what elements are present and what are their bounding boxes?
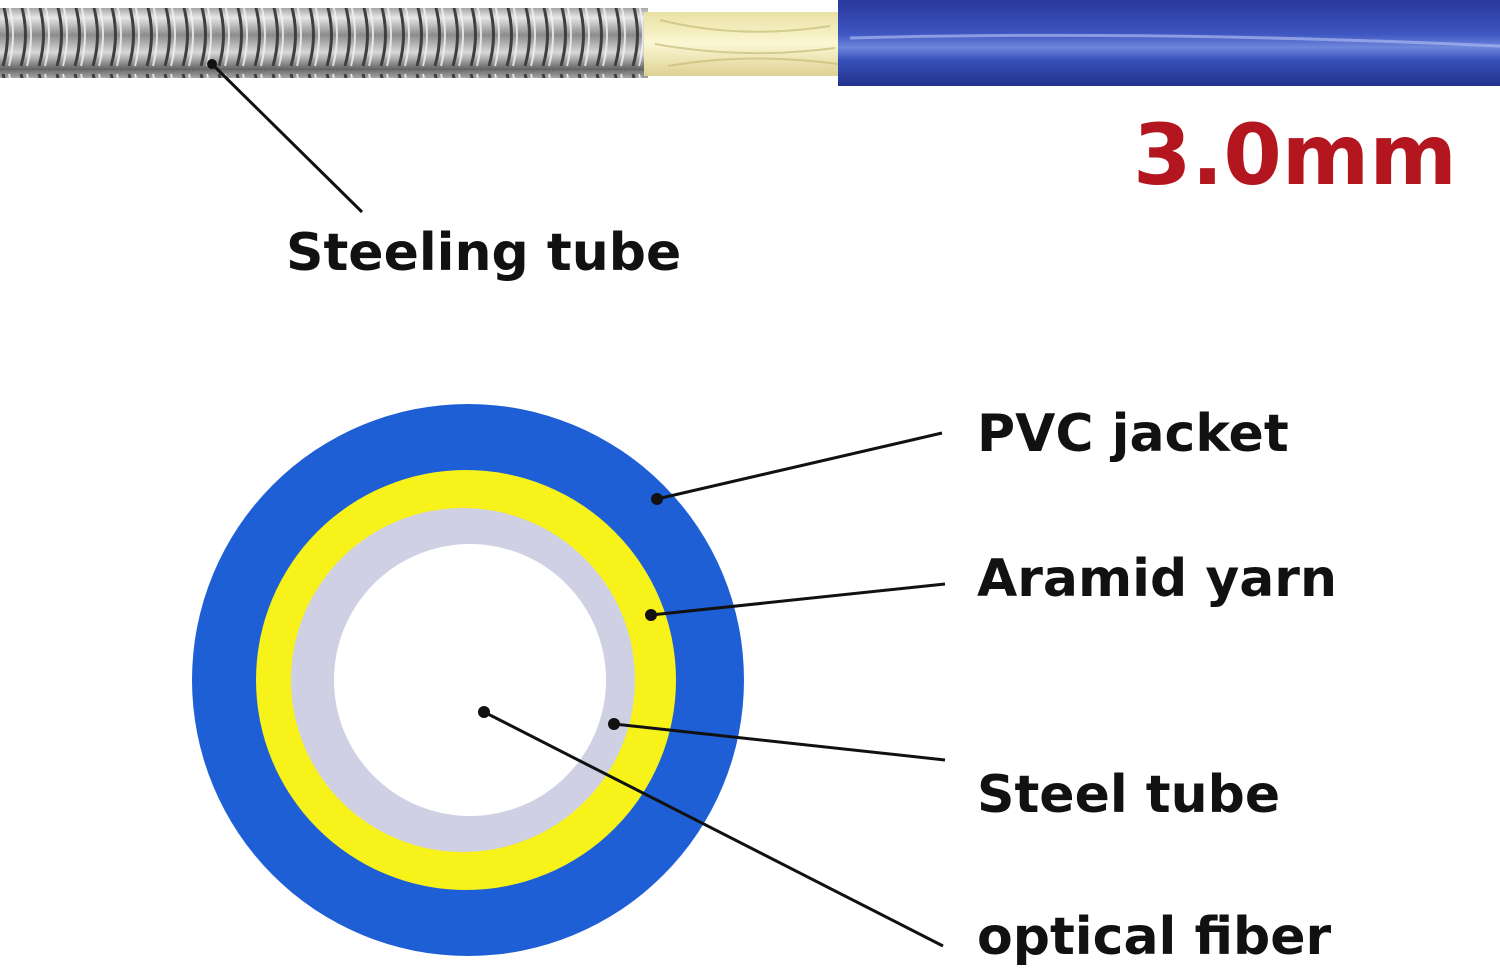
optical-fiber-leader — [483, 710, 944, 948]
jacket-highlight — [849, 33, 1500, 48]
aramid-yarn-leader — [650, 582, 946, 617]
steeling-tube-leader — [210, 62, 364, 214]
optical-fiber-label: optical fiber — [977, 907, 1332, 967]
diameter-label: 3.0mm — [1133, 106, 1457, 204]
pvc-jacket-label: PVC jacket — [977, 404, 1289, 464]
cross-section — [192, 404, 744, 956]
aramid-yarn-segment — [644, 12, 842, 76]
aramid-yarn-label: Aramid yarn — [977, 549, 1337, 609]
pvc-jacket-leader — [656, 431, 943, 501]
steeling-tube-label: Steeling tube — [286, 223, 681, 283]
core-area — [334, 544, 606, 816]
optical-fiber-dot — [478, 706, 490, 718]
yarn-strands — [654, 19, 839, 67]
steel-tube-label: Steel tube — [977, 765, 1280, 825]
steel-tube-dot — [608, 718, 620, 730]
aramid-yarn-dot — [645, 609, 657, 621]
pvc-jacket-dot — [651, 493, 663, 505]
cable-side-view — [0, 0, 1500, 86]
steeling-tube-leader-dot — [207, 59, 217, 69]
steel-tube-leader — [613, 722, 946, 762]
steel-spiral-tube — [0, 8, 648, 78]
